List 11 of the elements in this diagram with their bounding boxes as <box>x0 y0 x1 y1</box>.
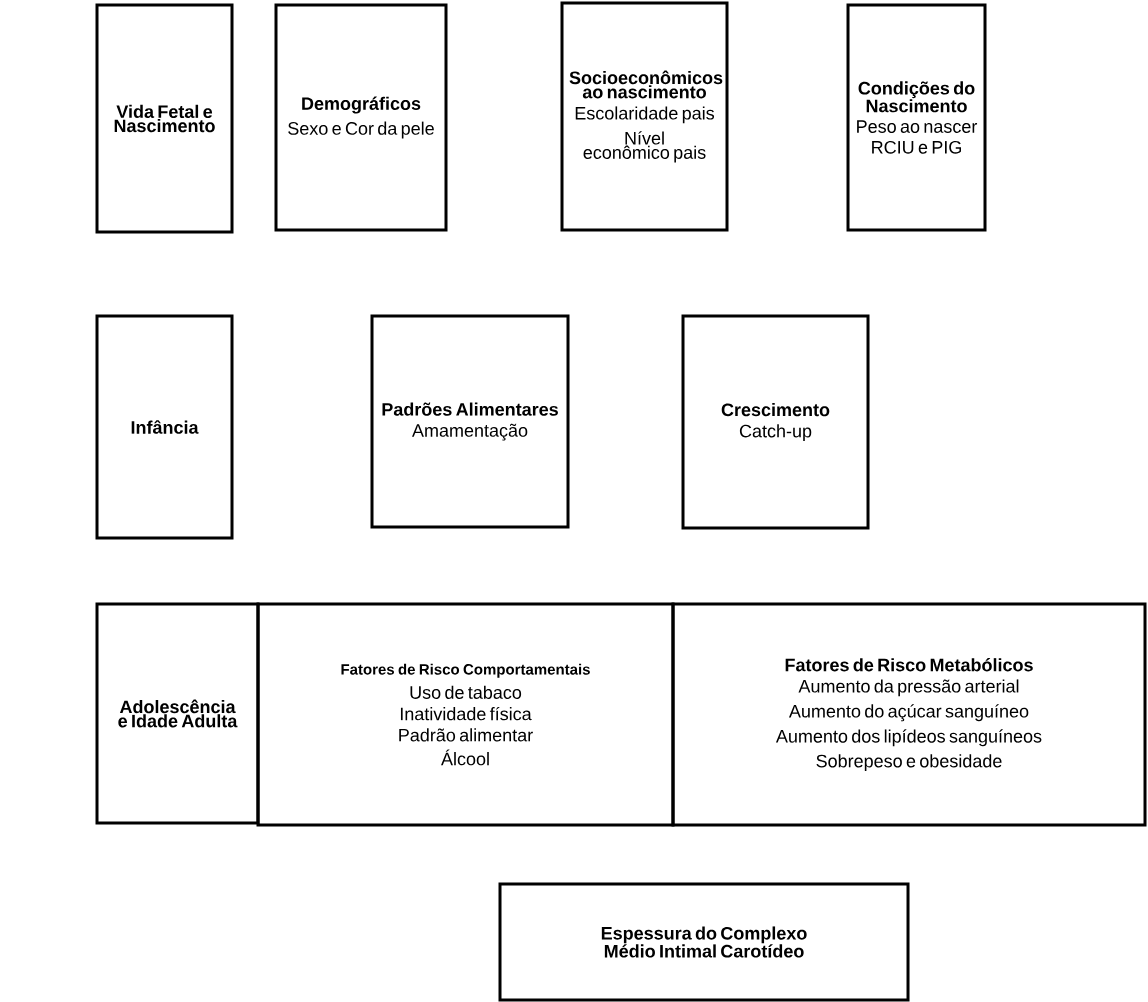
factor-box: Infância <box>95 314 234 540</box>
factor-box: Socioeconômicos ao nascimento Escolaridade pais Nível econômico pais <box>560 1 729 232</box>
factor-box: Padrões Alimentares Amamentação <box>370 314 570 529</box>
factor-box: Crescimento Catch-up <box>681 314 870 530</box>
factor-box: Espessura do Complexo Médio Intimal Carotídeo <box>498 882 910 1002</box>
factor-box: Condições do Nascimento Peso ao nascer RCIU e PIG <box>846 3 987 232</box>
factor-box: Vida Fetal e Nascimento <box>95 3 234 234</box>
factor-box: Demográficos Sexo e Cor da pele <box>274 3 448 232</box>
factor-box: Fatores de Risco Metabólicos Aumento da pressão arterial Aumento do açúcar sanguíneo Aumento dos lipídeos sanguíneos Sobrepeso e obesidade <box>671 602 1147 827</box>
factor-box: Fatores de Risco Comportamentais Uso de tabaco Inatividade física Padrão alimentar Álcool <box>256 602 675 827</box>
factor-box: Adolescência e Idade Adulta <box>95 602 260 825</box>
